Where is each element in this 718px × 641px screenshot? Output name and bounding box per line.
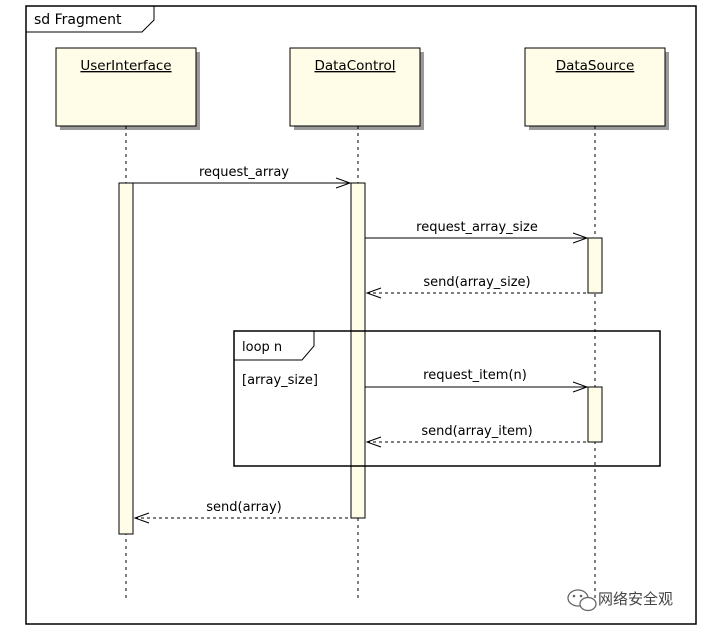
loop-guard: [array_size]: [242, 373, 318, 388]
activation-datasource-2: [587, 386, 603, 443]
activation-userinterface: [118, 182, 134, 535]
message-send-array: send(array): [133, 500, 351, 524]
message-label: send(array_size): [423, 275, 530, 290]
message-label: send(array): [206, 500, 282, 515]
message-send-array-item: send(array_item): [365, 424, 588, 448]
lifeline-userinterface: UserInterface: [55, 47, 200, 130]
outer-frame: [25, 5, 697, 625]
loop-title-tab: [234, 331, 315, 361]
message-label: request_item(n): [423, 368, 527, 383]
message-label: send(array_item): [421, 424, 532, 439]
message-label: request_array: [199, 165, 289, 180]
frame-title: sd Fragment: [34, 12, 122, 28]
frame-title-tab: [26, 6, 155, 33]
lifeline-datasource: DataSource: [524, 47, 669, 130]
message-request-array-size: request_array_size: [365, 220, 589, 244]
loop-fragment: [233, 330, 661, 467]
activation-datasource-1: [587, 237, 603, 294]
message-label: request_array_size: [416, 220, 538, 235]
lifeline-name: UserInterface: [80, 58, 171, 74]
message-request-array: request_array: [133, 165, 352, 189]
message-request-item: request_item(n): [365, 368, 589, 393]
watermark: 网络安全观: [567, 589, 673, 612]
watermark-text: 网络安全观: [598, 590, 673, 608]
lifeline-name: DataControl: [314, 58, 395, 74]
wechat-icon: [567, 589, 597, 612]
loop-title: loop n: [242, 340, 282, 355]
activation-datacontrol: [350, 182, 366, 519]
lifeline-name: DataSource: [556, 58, 635, 74]
lifeline-datacontrol: DataControl: [289, 47, 424, 130]
message-send-array-size: send(array_size): [365, 275, 588, 299]
